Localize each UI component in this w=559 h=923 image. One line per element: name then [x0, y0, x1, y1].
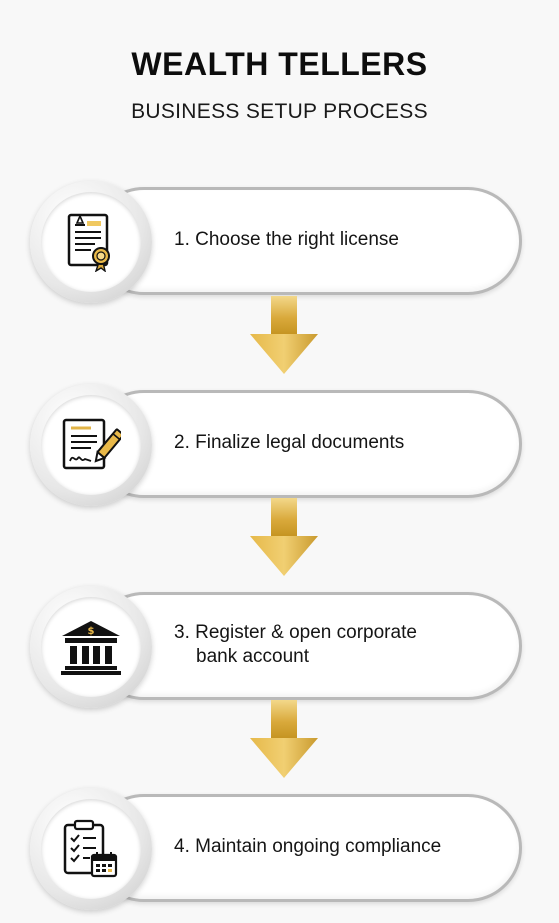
step-1-label: 1. Choose the right license [174, 184, 504, 296]
arrow-down-icon [248, 296, 320, 376]
page-subtitle: BUSINESS SETUP PROCESS [131, 100, 428, 123]
signed-document-icon [62, 418, 121, 470]
step-2-icon-badge [30, 384, 152, 506]
step-4-icon-badge [30, 788, 152, 910]
step-2-text: 2. Finalize legal documents [174, 432, 405, 453]
step-4-text: 4. Maintain ongoing compliance [174, 836, 442, 857]
step-3-text-line1: 3. Register & open corporate [174, 622, 417, 643]
step-2: 2. Finalize legal documents [30, 384, 526, 506]
step-4-label: 4. Maintain ongoing compliance [174, 791, 504, 903]
arrow-down-icon [248, 700, 320, 780]
bank-icon: $ [61, 621, 121, 675]
compliance-checklist-icon [63, 819, 118, 878]
step-1: 1. Choose the right license [30, 181, 526, 303]
svg-text:$: $ [88, 626, 95, 637]
step-1-text: 1. Choose the right license [174, 229, 399, 250]
license-certificate-icon [67, 213, 110, 272]
step-1-pill [90, 187, 522, 295]
step-2-label: 2. Finalize legal documents [174, 387, 504, 499]
step-3: $ 3. Register & open corporate bank acco… [30, 586, 526, 708]
step-3-label: 3. Register & open corporate bank accoun… [174, 589, 504, 701]
step-4: 4. Maintain ongoing compliance [30, 788, 526, 910]
step-1-icon-badge [30, 181, 152, 303]
step-3-text-line2: bank account [196, 646, 310, 667]
step-3-icon-badge: $ [30, 586, 152, 708]
step-3-pill [90, 592, 522, 700]
arrow-down-icon [248, 498, 320, 578]
header: WEALTH TELLERS BUSINESS SETUP PROCESS [0, 46, 559, 124]
step-4-pill [90, 794, 522, 902]
brand-title: WEALTH TELLERS [131, 46, 428, 82]
step-2-pill [90, 390, 522, 498]
